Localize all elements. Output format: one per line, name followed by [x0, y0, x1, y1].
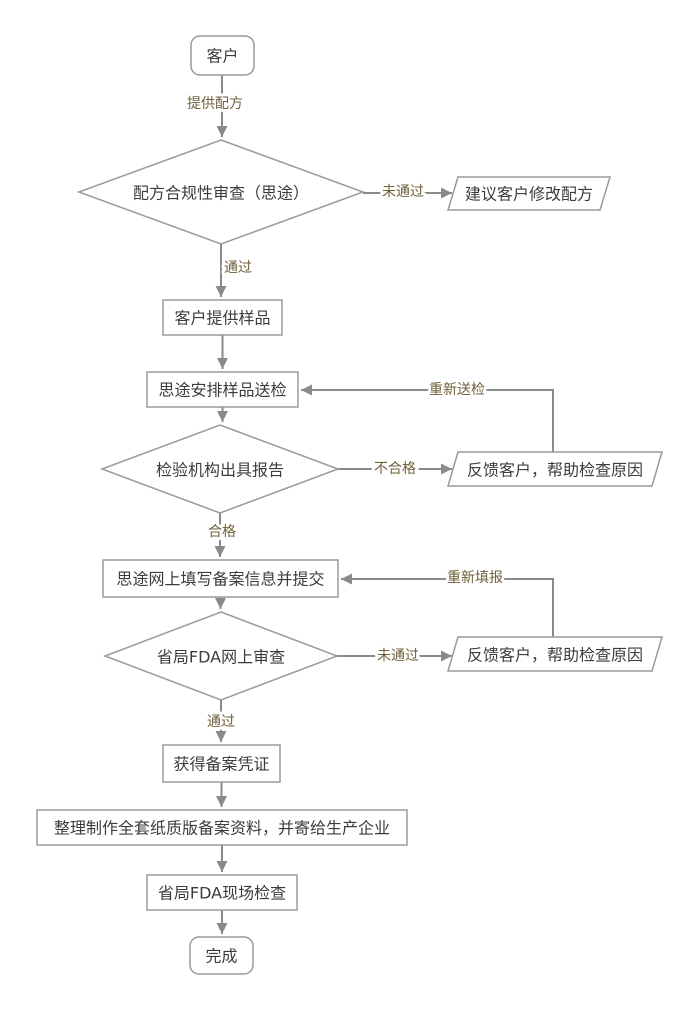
- provide-sample-label: 客户提供样品: [174, 309, 270, 328]
- edge-label-resend-inspection: 重新送检: [429, 382, 485, 398]
- node-inspection-report: 检验机构出具报告: [99, 424, 341, 514]
- node-feedback-2: 反馈客户，帮助检查原因: [446, 636, 664, 672]
- start-label: 客户: [206, 47, 238, 66]
- send-inspection-process-shape: [146, 371, 299, 408]
- formula-review-label: 配方合规性审查（思途）: [133, 184, 309, 203]
- node-certificate: 获得备案凭证: [162, 744, 281, 783]
- node-paperwork: 整理制作全套纸质版备案资料，并寄给生产企业: [36, 809, 408, 846]
- fda-online-review-decision-shape: [102, 611, 340, 701]
- paperwork-process-shape: [36, 809, 408, 846]
- fda-online-review-label: 省局FDA网上审查: [157, 648, 285, 667]
- node-feedback-1: 反馈客户，帮助检查原因: [446, 451, 664, 487]
- site-check-process-shape: [146, 874, 298, 911]
- suggest-modify-io-shape: [446, 176, 612, 211]
- edge-label-provide-formula: 提供配方: [187, 96, 243, 112]
- certificate-process-shape: [162, 744, 281, 783]
- node-start: 客户: [190, 35, 255, 76]
- end-label: 完成: [205, 947, 237, 966]
- node-suggest-modify: 建议客户修改配方: [446, 176, 612, 211]
- send-inspection-label: 思途安排样品送检: [158, 381, 286, 400]
- end-terminator-shape: [189, 936, 254, 975]
- node-formula-review: 配方合规性审查（思途）: [76, 139, 366, 245]
- inspection-report-label: 检验机构出具报告: [156, 461, 284, 480]
- edge-label-passed-2: 通过: [207, 714, 235, 730]
- feedback-1-label: 反馈客户，帮助检查原因: [467, 461, 643, 480]
- node-fda-online-review: 省局FDA网上审查: [102, 611, 340, 701]
- edge-label-unqualified: 不合格: [374, 461, 416, 477]
- edge-label-passed-1: 通过: [224, 260, 252, 276]
- start-terminator-shape: [190, 35, 255, 76]
- feedback-2-io-shape: [446, 636, 664, 672]
- edge-feedback1-to-send-inspect: [301, 384, 554, 452]
- feedback-2-label: 反馈客户，帮助检查原因: [467, 646, 643, 665]
- suggest-modify-label: 建议客户修改配方: [465, 185, 593, 204]
- node-send-inspection: 思途安排样品送检: [146, 371, 299, 408]
- site-check-label: 省局FDA现场检查: [158, 884, 286, 903]
- edge-label-refill: 重新填报: [447, 570, 503, 586]
- node-end: 完成: [189, 936, 254, 975]
- fill-online-label: 思途网上填写备案信息并提交: [116, 570, 324, 589]
- node-fill-online: 思途网上填写备案信息并提交: [102, 559, 339, 598]
- formula-review-decision-shape: [76, 139, 366, 245]
- node-site-check: 省局FDA现场检查: [146, 874, 298, 911]
- certificate-label: 获得备案凭证: [173, 755, 269, 774]
- edge-label-not-passed-1: 未通过: [382, 184, 424, 200]
- provide-sample-process-shape: [162, 299, 283, 336]
- paperwork-label: 整理制作全套纸质版备案资料，并寄给生产企业: [54, 819, 390, 838]
- edge-feedback2-to-fill-online: [341, 573, 554, 637]
- edge-label-qualified: 合格: [208, 524, 236, 540]
- inspection-report-decision-shape: [99, 424, 341, 514]
- feedback-1-io-shape: [446, 451, 664, 487]
- edge-label-not-passed-2: 未通过: [377, 648, 419, 664]
- node-provide-sample: 客户提供样品: [162, 299, 283, 336]
- fill-online-process-shape: [102, 559, 339, 598]
